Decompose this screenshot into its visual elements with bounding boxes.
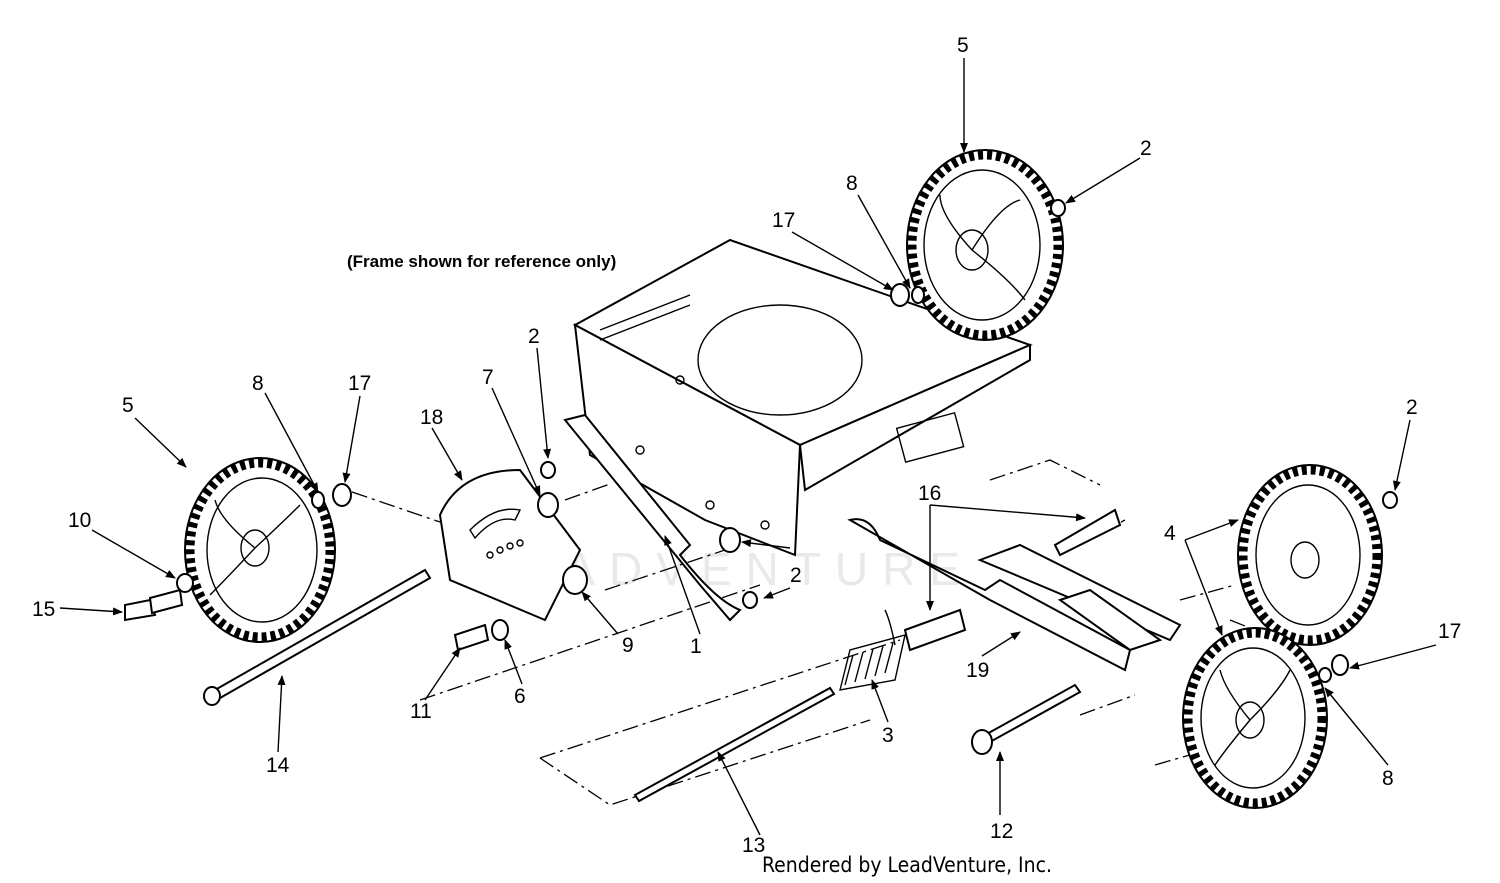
callout-5-left: 5 xyxy=(122,394,134,417)
reference-note: (Frame shown for reference only) xyxy=(347,252,616,271)
footer-credit: Rendered by LeadVenture, Inc. xyxy=(762,853,1052,877)
callout-1: 1 xyxy=(690,635,702,658)
callout-5-top: 5 xyxy=(957,34,969,57)
callout-8-right: 8 xyxy=(1382,767,1394,790)
pivot-rod xyxy=(633,686,836,803)
callout-15: 15 xyxy=(32,598,55,621)
shoulder-bolt xyxy=(971,683,1082,755)
callout-16: 16 xyxy=(918,482,941,505)
leader-lines xyxy=(59,58,1437,836)
callout-8-top: 8 xyxy=(846,172,858,195)
extension-spring xyxy=(839,609,906,691)
callout-2-right: 2 xyxy=(1406,396,1418,419)
callout-10: 10 xyxy=(68,509,91,532)
callout-2-plate: 2 xyxy=(528,325,540,348)
callout-9: 9 xyxy=(622,634,634,657)
spacers xyxy=(903,508,1122,652)
callout-17-left: 17 xyxy=(348,372,371,395)
callout-13: 13 xyxy=(742,834,765,857)
callout-4: 4 xyxy=(1164,522,1176,545)
callout-2-frame: 2 xyxy=(790,564,802,587)
frame-assembly xyxy=(572,238,1033,557)
callout-6: 6 xyxy=(514,685,526,708)
callout-7: 7 xyxy=(482,366,494,389)
left-wheel xyxy=(184,457,336,643)
axle-rod xyxy=(203,568,432,706)
rear-axle-bracket xyxy=(847,518,1182,672)
callout-17-top: 17 xyxy=(772,209,795,232)
callout-17-right: 17 xyxy=(1438,620,1461,643)
callout-12: 12 xyxy=(990,820,1013,843)
adjust-plate xyxy=(438,468,582,622)
small-hardware xyxy=(124,199,1398,683)
lower-right-wheel-rear xyxy=(1237,464,1383,646)
callout-18: 18 xyxy=(420,406,443,429)
callout-8-left: 8 xyxy=(252,372,264,395)
callout-2-top-right: 2 xyxy=(1140,137,1152,160)
callout-11: 11 xyxy=(410,700,432,723)
callout-3: 3 xyxy=(882,724,894,747)
callout-19: 19 xyxy=(966,659,989,682)
callout-14: 14 xyxy=(266,754,290,777)
upper-right-wheel xyxy=(906,149,1064,341)
lower-right-wheel-front xyxy=(1182,627,1328,809)
callout-numbers: 5 2 8 17 5 8 17 18 7 2 10 15 14 11 6 9 1… xyxy=(32,34,1461,857)
link-arm xyxy=(563,413,742,622)
